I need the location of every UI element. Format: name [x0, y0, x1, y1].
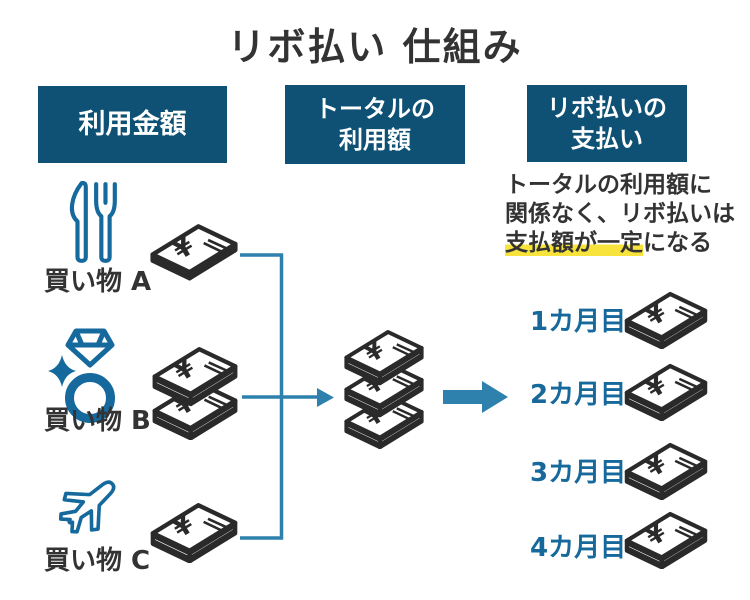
header-total-usage-line1: トータルの [315, 94, 435, 123]
note-line3-rest: になる [643, 230, 712, 256]
purchase-b-label: 買い物 B [44, 406, 151, 436]
big-flow-arrow [443, 381, 508, 413]
money-stack-month-2 [624, 361, 708, 421]
month-2-label: 2カ月目 [530, 380, 627, 410]
header-total-usage-line2: 利用額 [339, 125, 411, 154]
ring-icon [48, 328, 115, 423]
money-stack-month-4 [624, 509, 708, 569]
money-stack-purchase-c [150, 500, 238, 563]
money-stack-purchase-b [152, 344, 238, 440]
header-revolving-payment: リボ払いの 支払い [527, 85, 687, 162]
page-title: リボ払い 仕組み [227, 25, 523, 69]
month-4-label: 4カ月目 [530, 533, 627, 563]
money-stack-month-1 [624, 289, 708, 349]
header-usage-amount: 利用金額 [38, 86, 227, 163]
note-line3: 支払額が一定になる [505, 229, 733, 258]
cutlery-icon [69, 180, 117, 263]
money-stack-month-3 [624, 440, 708, 500]
header-revolving-payment-line1: リボ払いの [547, 93, 667, 122]
money-stack-total [344, 330, 424, 449]
sparkle-shape [48, 355, 76, 387]
month-1-label: 1カ月目 [530, 307, 627, 337]
purchase-c-label: 買い物 C [44, 546, 151, 576]
header-total-usage: トータルの 利用額 [285, 85, 465, 164]
header-revolving-payment-line2: 支払い [571, 124, 643, 153]
month-3-label: 3カ月目 [530, 458, 627, 488]
purchase-a-label: 買い物 A [44, 267, 152, 297]
money-stack-purchase-a [150, 221, 238, 281]
note-line1: トータルの利用額に [505, 172, 712, 198]
header-usage-amount-label: 利用金額 [78, 109, 187, 140]
note-line2: 関係なく、リボ払いは [505, 201, 735, 227]
small-arrowhead [317, 388, 334, 407]
note-highlighted-text: 支払額が一定 [505, 230, 643, 256]
airplane-icon [58, 480, 116, 534]
note-text: トータルの利用額に 関係なく、リボ払いは 支払額が一定になる [505, 171, 735, 258]
